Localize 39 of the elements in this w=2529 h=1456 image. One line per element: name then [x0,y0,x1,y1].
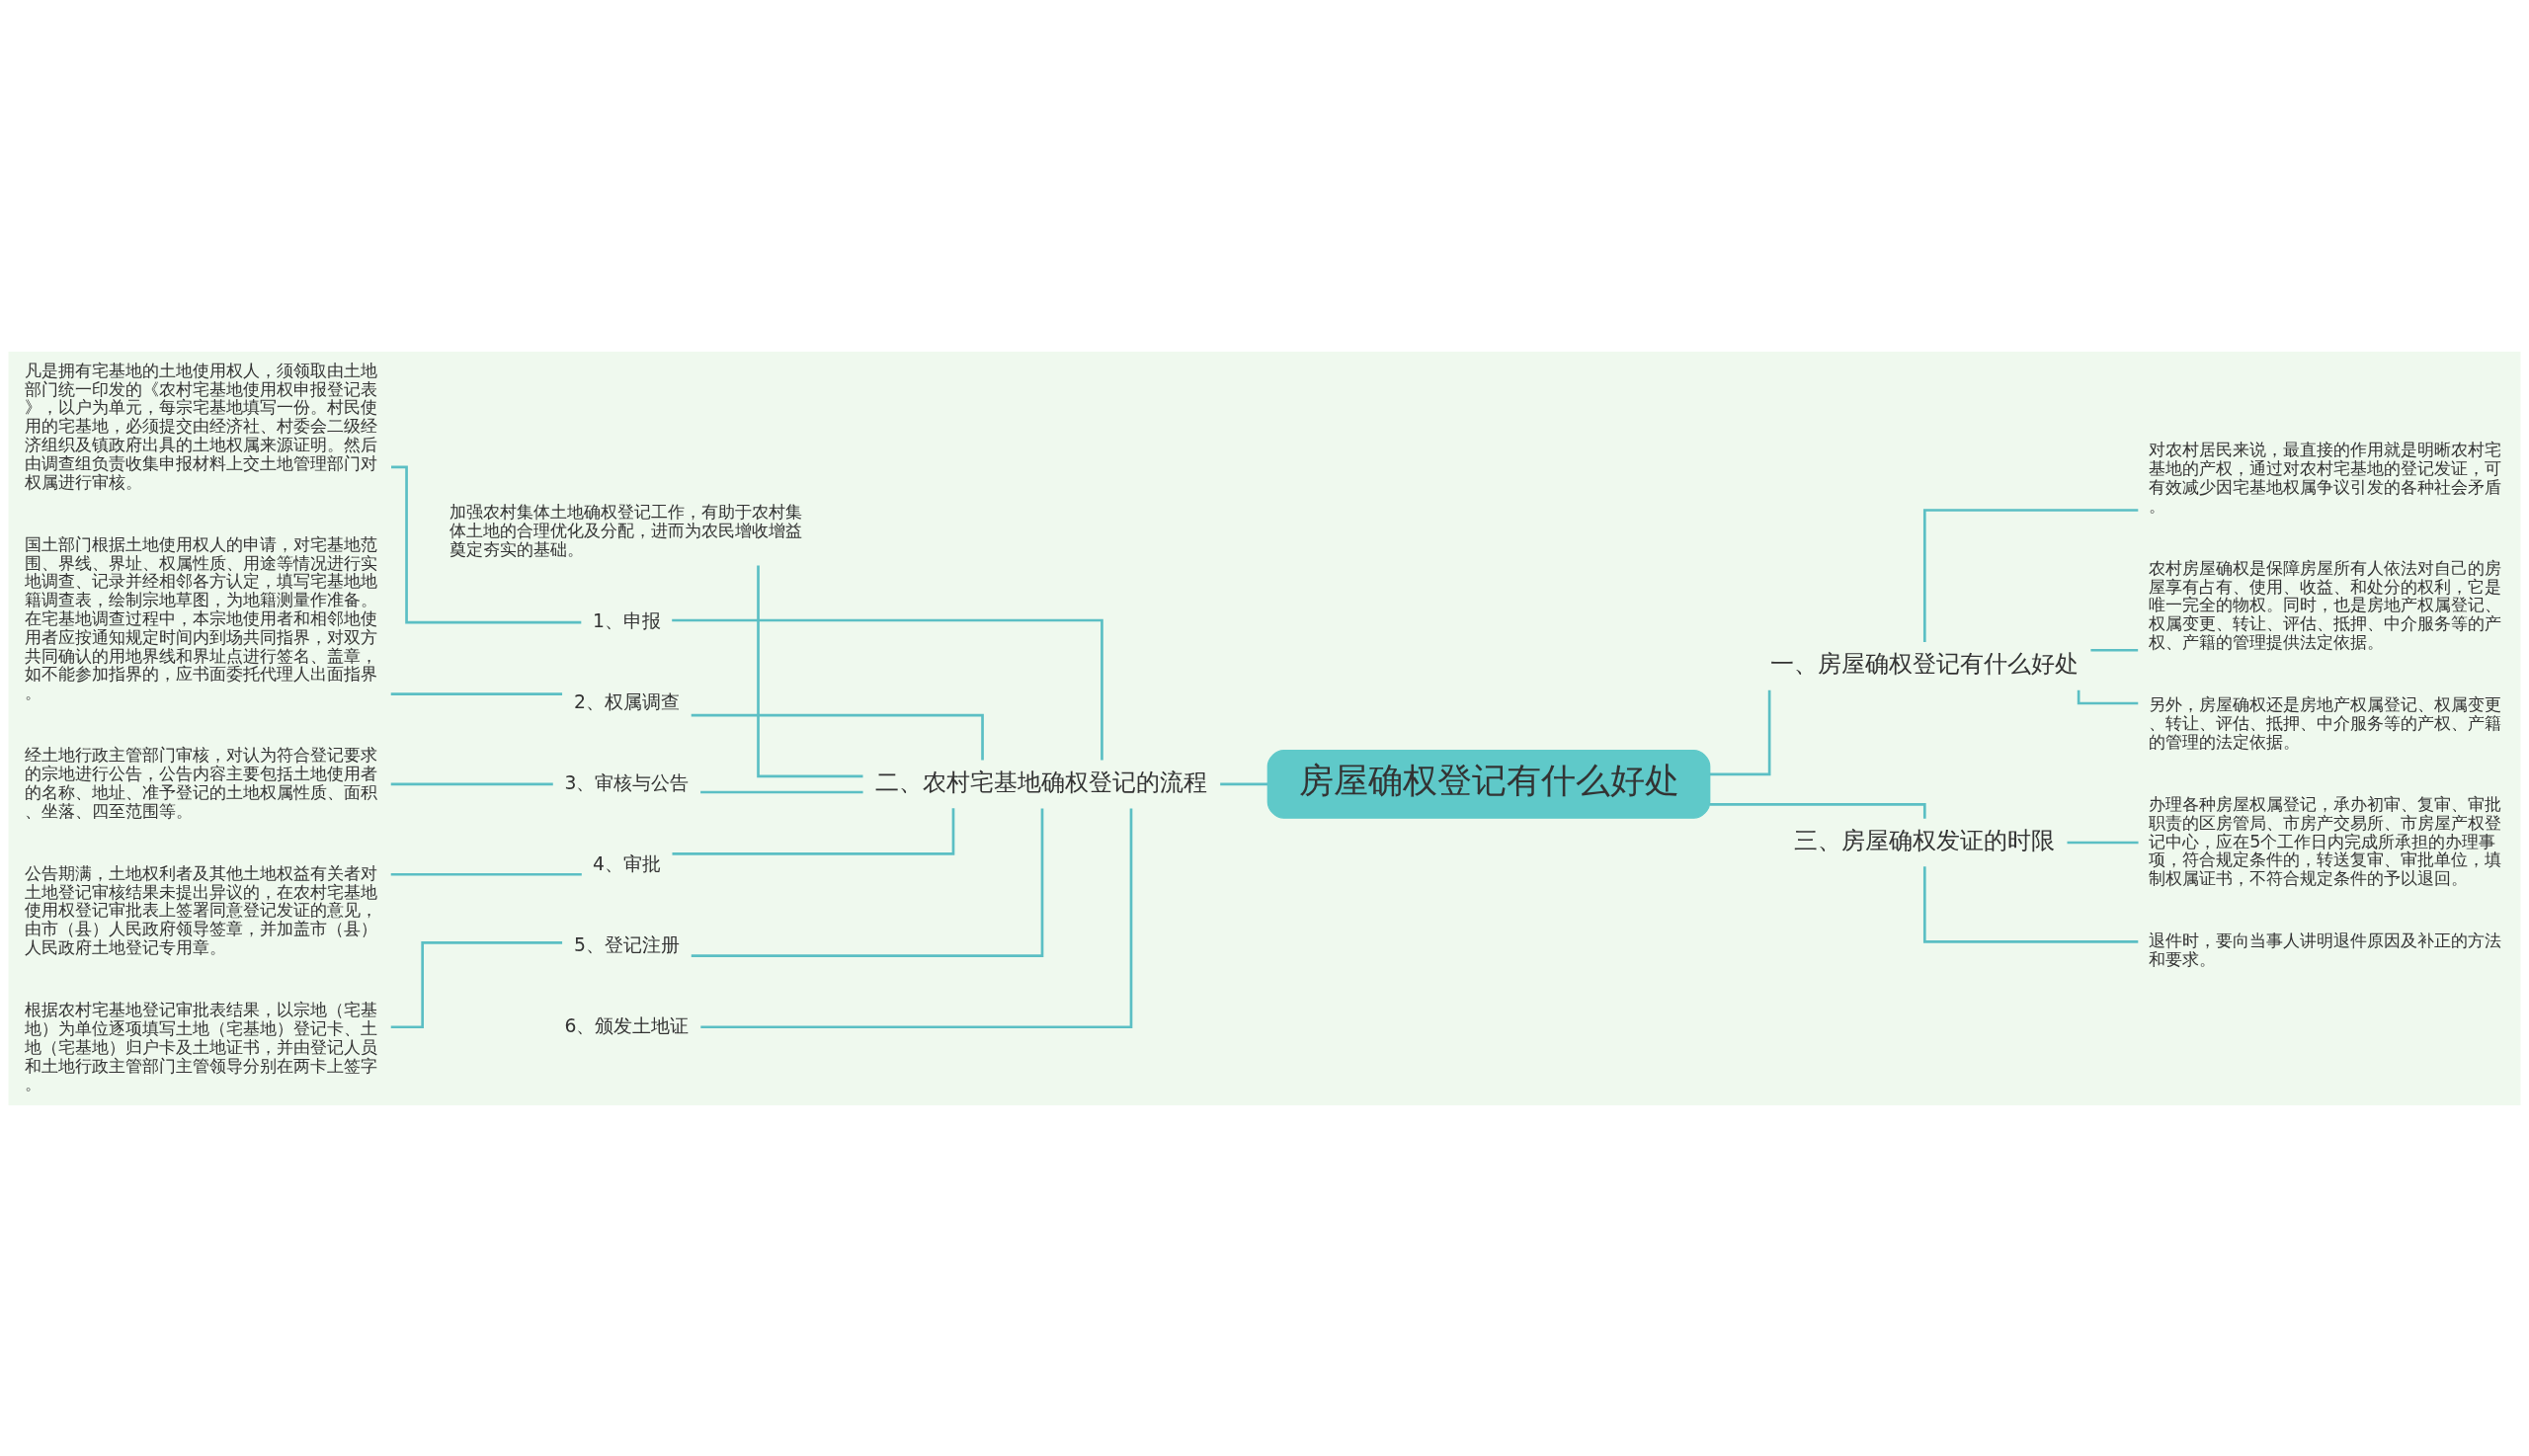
node-text: 3、审核与公告 [564,771,690,793]
node-text: 1、申报 [593,609,662,631]
connector [672,618,1103,760]
connector [1709,689,1771,775]
node-text: 经土地行政主管部门审核，对认为符合登记要求的宗地进行公告，公告内容主要包括土地使用者的名称、地址、准予登记的土地权属性质、面积、坐落、四至范围等。 [24,744,377,821]
connector [1709,802,1926,819]
node-text: 6、颁发土地证 [564,1014,690,1036]
node-text: 公告期满，土地权利者及其他土地权益有关者对土地登记审核结果未提出异议的，在农村宅基地使用权登记审批表上签署同意登记发证的意见，由市（县）人民政府领导签章，并加盖市（县）人民政府土地登记专用章。 [24,862,377,957]
node-text: 二、农村宅基地确权登记的流程 [875,768,1208,796]
node-text: 一、房屋确权登记有什么好处 [1769,649,2079,678]
connector [2067,841,2139,844]
connector [700,807,1133,1028]
node-text: 三、房屋确权发证的时限 [1793,826,2055,854]
node-text: 加强农村集体土地确权登记工作，有助于农村集体土地的合理优化及分配，进而为农民增收增益奠定夯实的基础。 [449,501,802,559]
connector [757,565,863,777]
connector [672,807,955,855]
connector [1922,508,2139,642]
node-text: 另外，房屋确权还是房地产权属登记、权属变更、转让、评估、抵押、中介服务等的产权、产籍的管理的法定依据。 [2149,693,2502,752]
connector [691,807,1044,957]
connector [691,713,984,760]
node-text: 农村房屋确权是保障房屋所有人依法对自己的房屋享有占有、使用、收益、和处分的权利，它是唯一完全的物权。同时，也是房地产权属登记、权属变更、转让、评估、抵押、中介服务等的产权、产籍的管理提供法定依据。 [2149,557,2502,652]
connector [2090,648,2139,652]
connector [390,782,553,785]
node-text: 国土部门根据土地使用权人的申请，对宅基地范围、界线、界址、权属性质、用途等情况进行实地调查、记录并经相邻各方认定，填写宅基地地籍调查表，绘制宗地草图，为地籍测量作准备。在宅基地调查过程中，本宗地使用者和相邻地使用者应按通知规定时间内到场共同指界，对双方共同确认的用地界线和界址点进行签名、盖章，如不能参加指界的，应书面委托代理人出面指界。 [24,533,377,702]
connector [390,872,582,876]
connector [1922,865,2139,943]
node-text: 退件时，要向当事人讲明退件原因及补正的方法和要求。 [2149,930,2502,969]
node-text: 5、登记注册 [574,933,681,955]
node-text: 4、审批 [593,852,662,874]
connector [700,790,863,793]
connector [1220,782,1268,785]
node-text: 2、权属调查 [574,690,681,712]
connector [390,691,563,695]
node-text: 凡是拥有宅基地的土地使用权人，须领取由土地部门统一印发的《农村宅基地使用权申报登记表》，以户为单元，每宗宅基地填写一份。村民使用的宅基地，必须提交由经济社、村委会二级经济组织及镇政府出具的土地权属来源证明。然后由调查组负责收集申报材料上交土地管理部门对权属进行审核。 [24,360,377,492]
node-text: 根据农村宅基地登记审批表结果，以宗地（宅基地）为单位逐项填写土地（宅基地）登记卡、土地（宅基地）归户卡及土地证书，并由登记人员和土地行政主管部门主管领导分别在两卡上签字。 [24,999,377,1093]
node-text: 对农村居民来说，最直接的作用就是明晰农村宅基地的产权，通过对农村宅基地的登记发证，可有效减少因宅基地权属争议引发的各种社会矛盾。 [2149,439,2502,516]
node-box: 房屋确权登记有什么好处 [1266,749,1711,819]
node-text: 办理各种房屋权属登记，承办初审、复审、审批职责的区房管局、市房产交易所、市房屋产权登记中心，应在5个工作日内完成所承担的办理事项，符合规定条件的，转送复审、审批单位，填制权属证书，不符合规定条件的予以退回。 [2149,793,2502,888]
connector [2077,689,2139,704]
